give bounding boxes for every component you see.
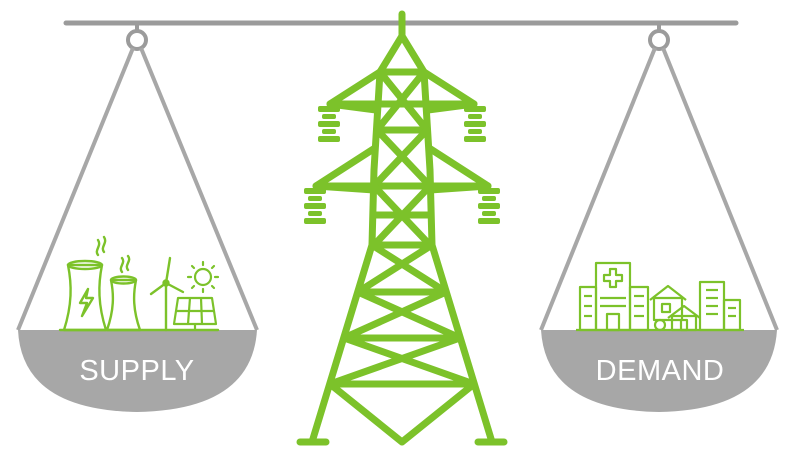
wind-turbine-icon xyxy=(149,256,185,332)
power-plant-icon xyxy=(58,235,220,332)
right-chain-left xyxy=(539,47,657,331)
lightning-bolt-icon xyxy=(78,287,95,318)
left-chain-right xyxy=(139,47,259,331)
insulator-icon xyxy=(318,106,340,142)
house-icon xyxy=(649,284,701,332)
sun-icon xyxy=(186,260,220,294)
right-chain-right xyxy=(661,47,779,331)
demand-bowl xyxy=(541,330,777,412)
supply-bowl xyxy=(18,330,257,412)
steam-icon xyxy=(119,254,131,274)
insulator-icon xyxy=(304,188,326,224)
insulator-icon xyxy=(478,188,500,224)
supply-pan: SUPPLY xyxy=(16,29,259,412)
apartment-building-icon xyxy=(576,280,744,332)
left-chain-left xyxy=(16,47,135,331)
steam-icon xyxy=(95,235,107,257)
demand-label: DEMAND xyxy=(596,355,725,387)
left-hook-ring xyxy=(126,29,148,51)
supply-label: SUPPLY xyxy=(79,355,194,387)
cooling-tower-icon xyxy=(105,278,142,332)
demand-pan: DEMAND xyxy=(539,29,779,412)
solar-panel-icon xyxy=(172,296,218,330)
insulator-icon xyxy=(464,106,486,142)
hospital-icon xyxy=(578,261,650,332)
right-hook-ring xyxy=(648,29,670,51)
transmission-tower-icon xyxy=(296,10,508,446)
